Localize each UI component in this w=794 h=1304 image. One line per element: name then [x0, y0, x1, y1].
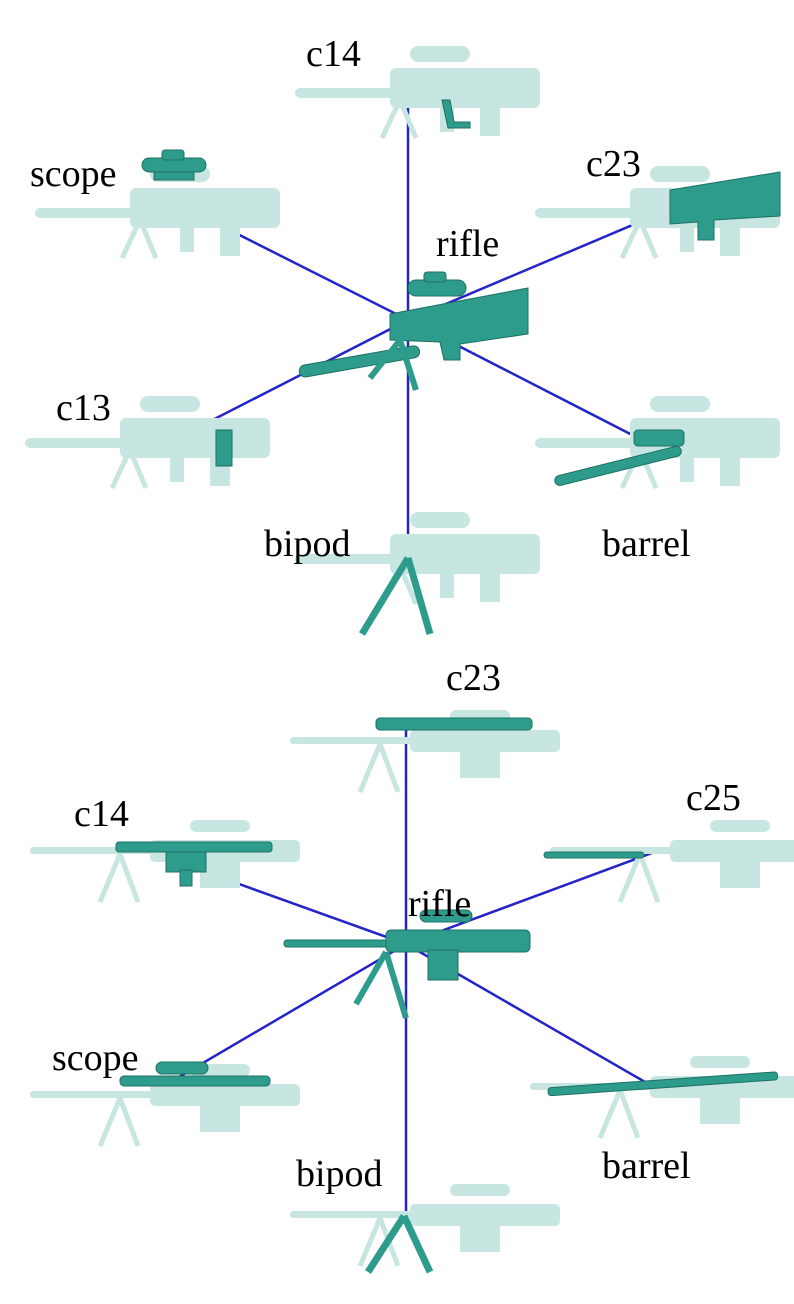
top-label-rifle: rifle	[436, 223, 499, 265]
bottom-edge-c25	[405, 848, 661, 946]
top-label-c14: c14	[306, 33, 361, 75]
top-node-c13	[25, 396, 270, 488]
top-label-barrel: barrel	[602, 523, 691, 565]
top-node-bipod	[295, 512, 540, 636]
bottom-node-c25	[543, 820, 794, 902]
top-label-c23: c23	[586, 143, 641, 185]
bottom-label-barrel: barrel	[602, 1145, 691, 1187]
top-node-scope	[35, 149, 280, 258]
bottom-node-rifle	[283, 909, 531, 1019]
top-label-scope: scope	[30, 153, 117, 195]
top-label-c13: c13	[56, 387, 111, 429]
bottom-node-barrel	[530, 1056, 794, 1138]
bottom-label-bipod: bipod	[296, 1153, 383, 1195]
bottom-node-c14	[30, 820, 300, 902]
bottom-edges	[149, 730, 661, 1214]
top-node-rifle	[298, 271, 529, 391]
bottom-label-rifle: rifle	[408, 883, 471, 925]
top-label-bipod: bipod	[264, 523, 351, 565]
bottom-node-c23	[290, 710, 560, 792]
top-node-barrel	[535, 396, 780, 488]
top-node-c23	[535, 166, 780, 258]
bottom-graph: c23 c14 c25 rifle scope bipod barrel	[30, 657, 794, 1274]
bottom-label-c25: c25	[686, 777, 741, 819]
top-edge-c23	[407, 208, 669, 322]
top-graph: c14 scope c23 rifle c13 bipod barrel	[25, 33, 780, 636]
top-node-c14	[295, 46, 540, 138]
bottom-label-c23: c23	[446, 657, 501, 699]
bottom-label-c14: c14	[74, 793, 129, 835]
bottom-node-bipod	[290, 1184, 560, 1274]
bottom-label-scope: scope	[52, 1037, 139, 1079]
bottom-node-scope	[30, 1061, 300, 1146]
